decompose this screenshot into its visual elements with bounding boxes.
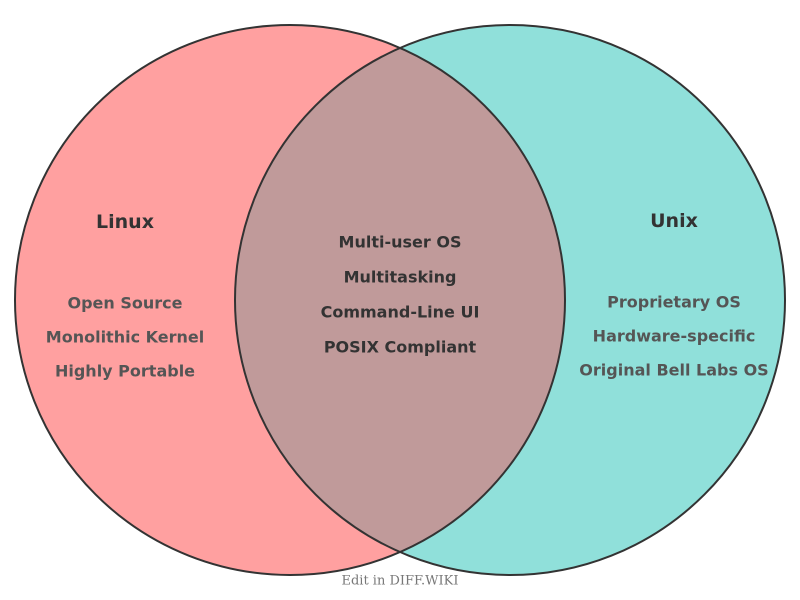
shared-item: Multitasking [343, 267, 457, 287]
linux-title: Linux [96, 211, 154, 233]
intersection-region [235, 25, 565, 575]
linux-item: Monolithic Kernel [45, 327, 205, 347]
shared-item: Command-Line UI [320, 302, 480, 322]
linux-circle-outline [14, 24, 566, 576]
shared-item: POSIX Compliant [323, 337, 477, 357]
linux-item: Open Source [67, 293, 183, 313]
edit-link[interactable]: Edit in DIFF.WIKI [341, 573, 459, 589]
linux-item: Highly Portable [54, 361, 196, 381]
shared-item: Multi-user OS [338, 232, 462, 252]
unix-item: Proprietary OS [607, 292, 741, 312]
unix-item: Original Bell Labs OS [579, 360, 769, 380]
unix-title: Unix [650, 210, 698, 232]
unix-circle-outline [234, 24, 786, 576]
unix-item: Hardware-specific [592, 326, 756, 346]
